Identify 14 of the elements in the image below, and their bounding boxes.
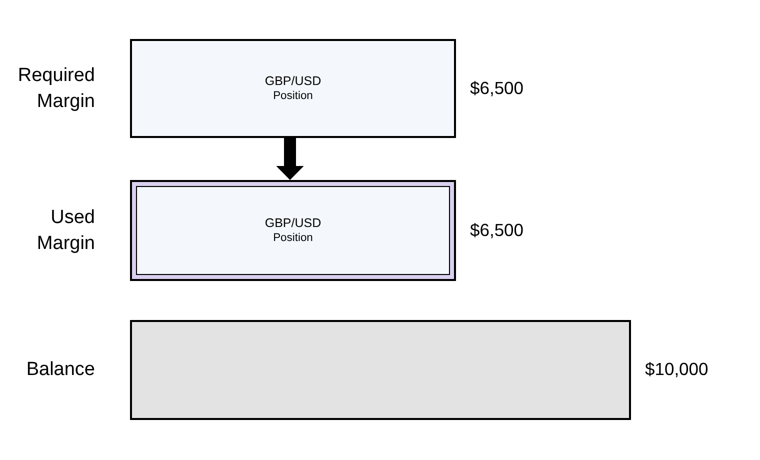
position-label: Position bbox=[273, 89, 313, 104]
balance-bar bbox=[130, 320, 631, 420]
row-label: Required Margin bbox=[16, 64, 95, 114]
position-label: Position bbox=[273, 231, 313, 246]
position-box bbox=[130, 39, 456, 138]
row-label: Used Margin bbox=[36, 206, 95, 256]
currency-pair-text: GBP/USD bbox=[264, 73, 322, 90]
amount-label: $6,500 bbox=[470, 76, 524, 100]
position-box bbox=[130, 180, 456, 281]
arrow bbox=[276, 138, 304, 180]
row-label: Balance bbox=[26, 358, 95, 382]
amount-label: $10,000 bbox=[645, 358, 708, 382]
currency-pair-text: GBP/USD bbox=[264, 215, 322, 232]
amount-label: $6,500 bbox=[470, 218, 524, 242]
